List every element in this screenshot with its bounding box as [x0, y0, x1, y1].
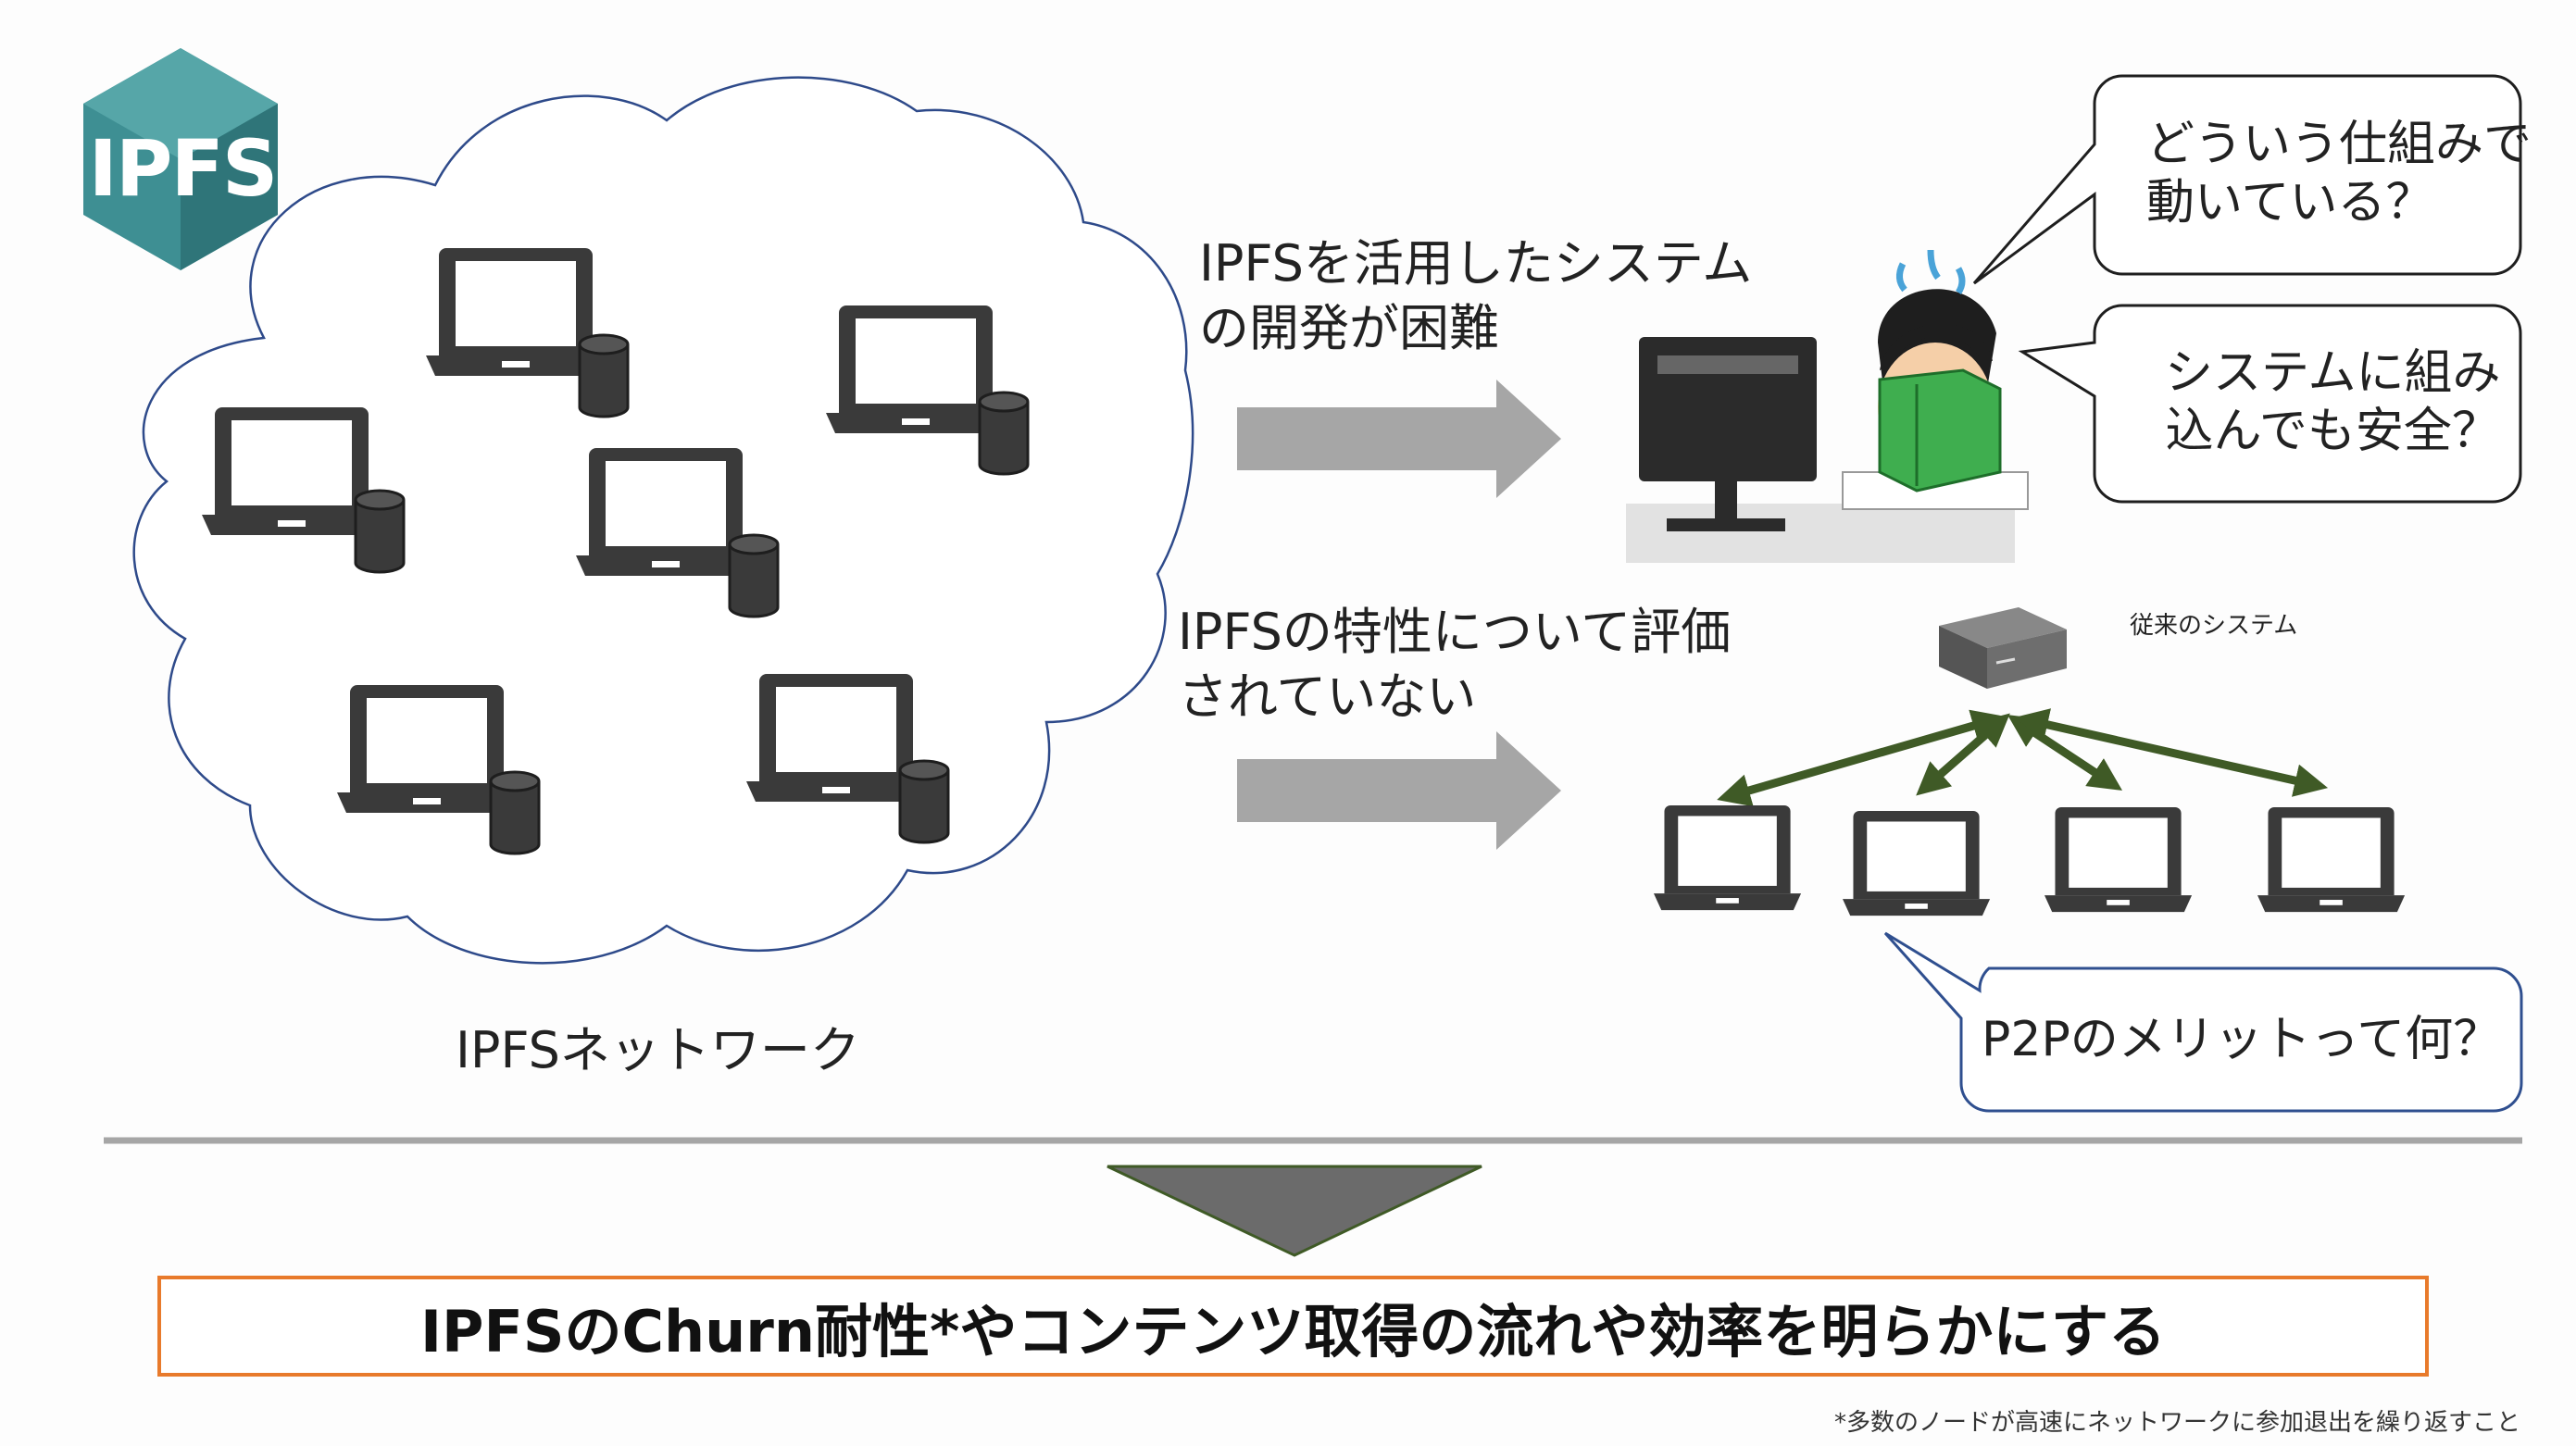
bubble-text-is-safe: システムに組み 込んでも安全？	[2165, 345, 2501, 460]
legacy-client-1	[1654, 805, 1802, 911]
server-icon	[1939, 607, 2067, 689]
arrow-right-2	[1237, 731, 1561, 850]
speech-bubble-p2p-merit	[1883, 931, 2523, 1113]
legacy-client-4	[2257, 807, 2406, 913]
footnote: *多数のノードが高速にネットワークに参加退出を繰り返すこと	[1833, 1409, 2520, 1437]
down-arrow	[1107, 1165, 1482, 1257]
speech-bubble-how-it-works	[1972, 74, 2522, 285]
legacy-client-2	[1843, 811, 1991, 916]
legacy-system-label: 従来のシステム	[2130, 612, 2298, 640]
evaluation-missing-text: IPFSの特性について評価 されていない	[1178, 603, 1732, 727]
ipfs-network-label: IPFSネットワーク	[456, 1021, 860, 1079]
p2p-links	[1717, 708, 2329, 807]
conclusion-box: IPFSのChurn耐性*やコンテンツ取得の流れや効率を明らかにする	[157, 1276, 2429, 1377]
legacy-client-3	[2045, 807, 2193, 913]
development-difficulty-text: IPFSを活用したシステム の開発が困難	[1199, 234, 1753, 358]
ipfs-logo-text: IPFS	[88, 123, 279, 214]
ipfs-logo-icon	[83, 48, 278, 270]
arrow-right-1	[1237, 380, 1561, 498]
confused-developer-illustration	[1626, 249, 2029, 563]
speech-bubble-is-safe	[2018, 304, 2522, 504]
conclusion-text: IPFSのChurn耐性*やコンテンツ取得の流れや効率を明らかにする	[419, 1297, 2167, 1365]
bubble-text-p2p-merit: P2Pのメリットって何？	[1982, 1012, 2502, 1067]
bubble-text-how-it-works: どういう仕組みで 動いている？	[2146, 117, 2532, 231]
